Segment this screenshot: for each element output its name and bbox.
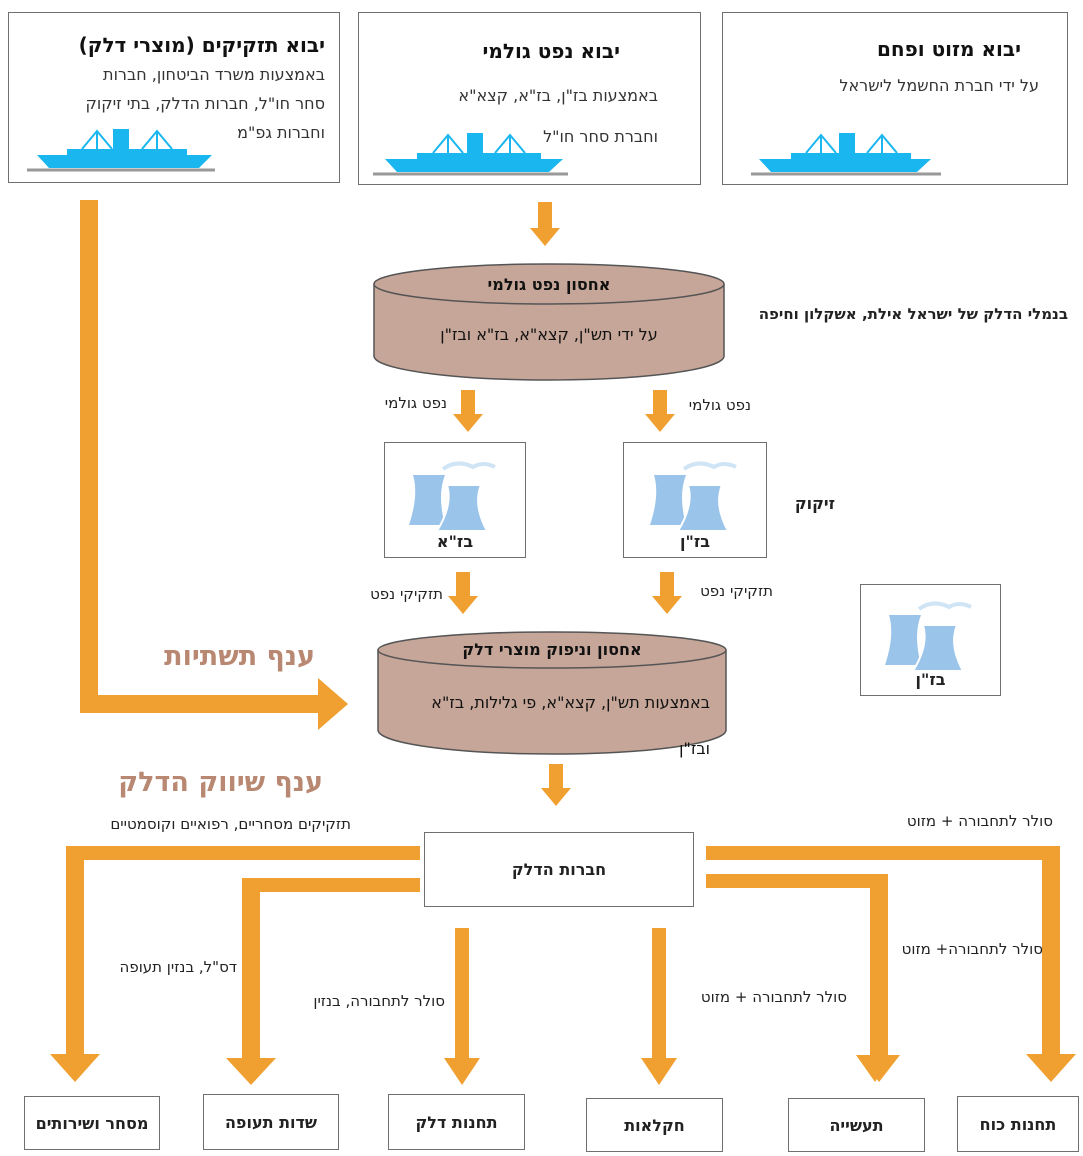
- product-storage-tank: [377, 631, 727, 755]
- flow-label-agriculture: סולר לתחבורה + מזוט: [700, 988, 847, 1006]
- import-products-box: יבוא תזקיקים (מוצרי דלק) באמצעות משרד הב…: [8, 12, 340, 183]
- destination-airfields: שדות תעופה: [203, 1094, 339, 1150]
- distillate-label-left: תזקיקי נפט: [370, 585, 443, 603]
- refinery-side-box: בז"ן: [860, 584, 1001, 696]
- fuel-companies-label: חברות הדלק: [511, 860, 607, 879]
- destination-agriculture-label: חקלאות: [624, 1115, 685, 1135]
- crude-storage-tank: [373, 263, 725, 381]
- refining-label: זיקוק: [794, 494, 835, 513]
- ship-icon: [373, 133, 568, 176]
- refinery-icon: [885, 601, 972, 672]
- arrow-crude-right: [645, 390, 675, 432]
- crude-storage-title: אחסון נפט גולמי: [487, 275, 611, 294]
- arrow-import-to-storage: [530, 202, 560, 246]
- refinery-left-box: בז"א: [384, 442, 526, 558]
- flow-label-airfields: דס"ל, בנזין תעופה: [119, 958, 237, 976]
- arrow-distillate-left: [448, 572, 478, 614]
- import-products-description: באמצעות משרד הביטחון, חברות סחר חו"ל, חב…: [85, 65, 326, 142]
- destination-gas-stations-label: תחנות דלק: [415, 1112, 498, 1132]
- refinery-right-name: בז"ן: [680, 532, 710, 551]
- refinery-right-box: בז"ן: [623, 442, 767, 558]
- arrow-distillate-right: [652, 572, 682, 614]
- destination-commerce: מסחר ושירותים: [24, 1096, 160, 1150]
- destination-power-label: תחנות כוח: [979, 1114, 1057, 1134]
- product-storage-title: אחסון וניפוק מוצרי דלק: [462, 640, 642, 659]
- refinery-side-name: בז"ן: [915, 670, 946, 689]
- destination-gas-stations: תחנות דלק: [388, 1094, 525, 1150]
- distillate-label-right: תזקיקי נפט: [700, 582, 773, 600]
- destination-airfields-label: שדות תעופה: [224, 1112, 318, 1132]
- arrow-crude-left: [453, 390, 483, 432]
- arrow-storage-to-companies: [541, 764, 571, 806]
- crude-label-left: נפט גולמי: [384, 394, 447, 412]
- import-coal-title: יבוא מזוט ופחם: [876, 37, 1021, 61]
- destination-commerce-label: מסחר ושירותים: [35, 1113, 149, 1133]
- flow-label-top-left: תזקיקים מסחריים, רפואיים וקוסמטיים: [110, 815, 351, 833]
- import-products-title: יבוא תזקיקים (מוצרי דלק): [78, 33, 325, 57]
- arrow-to-gas-stations: [444, 928, 480, 1085]
- crude-storage-description: על ידי תש"ן, קצא"א, בז"א ובז"ן: [440, 325, 658, 344]
- flow-label-top-right: סולר לתחבורה + מזוט: [906, 812, 1053, 830]
- arrow-to-industry: [706, 874, 892, 1082]
- arrow-to-commerce: [50, 846, 420, 1082]
- import-coal-description: על ידי חברת החשמל לישראל: [839, 76, 1039, 95]
- destination-power: תחנות כוח: [957, 1096, 1079, 1152]
- refinery-icon: [409, 461, 496, 532]
- fuel-companies-box: חברות הדלק: [424, 832, 694, 907]
- destination-industry: תעשייה: [788, 1098, 925, 1152]
- flow-label-industry: סולר לתחבורה+ מזוט: [901, 940, 1043, 958]
- infrastructure-branch-label: ענף תשתיות: [164, 641, 315, 672]
- import-crude-title: יבוא נפט גולמי: [482, 39, 621, 63]
- import-coal-box: יבוא מזוט ופחם על ידי חברת החשמל לישראל: [722, 12, 1068, 185]
- import-crude-box: יבוא נפט גולמי באמצעות בז"ן, בז"א, קצא"א…: [358, 12, 701, 185]
- arrow-to-power: [706, 846, 1076, 1082]
- product-storage-description: באמצעות תש"ן, קצא"א, פי גלילות, בז"א ובז…: [431, 693, 710, 758]
- crude-label-right: נפט גולמי: [688, 396, 751, 414]
- refinery-left-name: בז"א: [436, 532, 474, 551]
- arrow-to-agriculture: [641, 928, 677, 1085]
- ship-icon: [27, 129, 215, 172]
- destination-industry-label: תעשייה: [829, 1115, 884, 1135]
- arrow-to-industry-stem: [706, 874, 900, 1082]
- destination-agriculture: חקלאות: [586, 1098, 723, 1152]
- refinery-icon: [650, 461, 737, 532]
- ship-icon: [751, 133, 941, 176]
- arrow-to-airfields: [226, 878, 420, 1085]
- marketing-branch-label: ענף שיווק הדלק: [118, 767, 323, 798]
- import-crude-description: באמצעות בז"ן, בז"א, קצא"א וחברת סחר חו"ל: [458, 86, 658, 146]
- flow-label-gas-stations: סולר לתחבורה, בנזין: [313, 992, 445, 1010]
- ports-label: בנמלי הדלק של ישראל אילת, אשקלון וחיפה: [758, 305, 1068, 323]
